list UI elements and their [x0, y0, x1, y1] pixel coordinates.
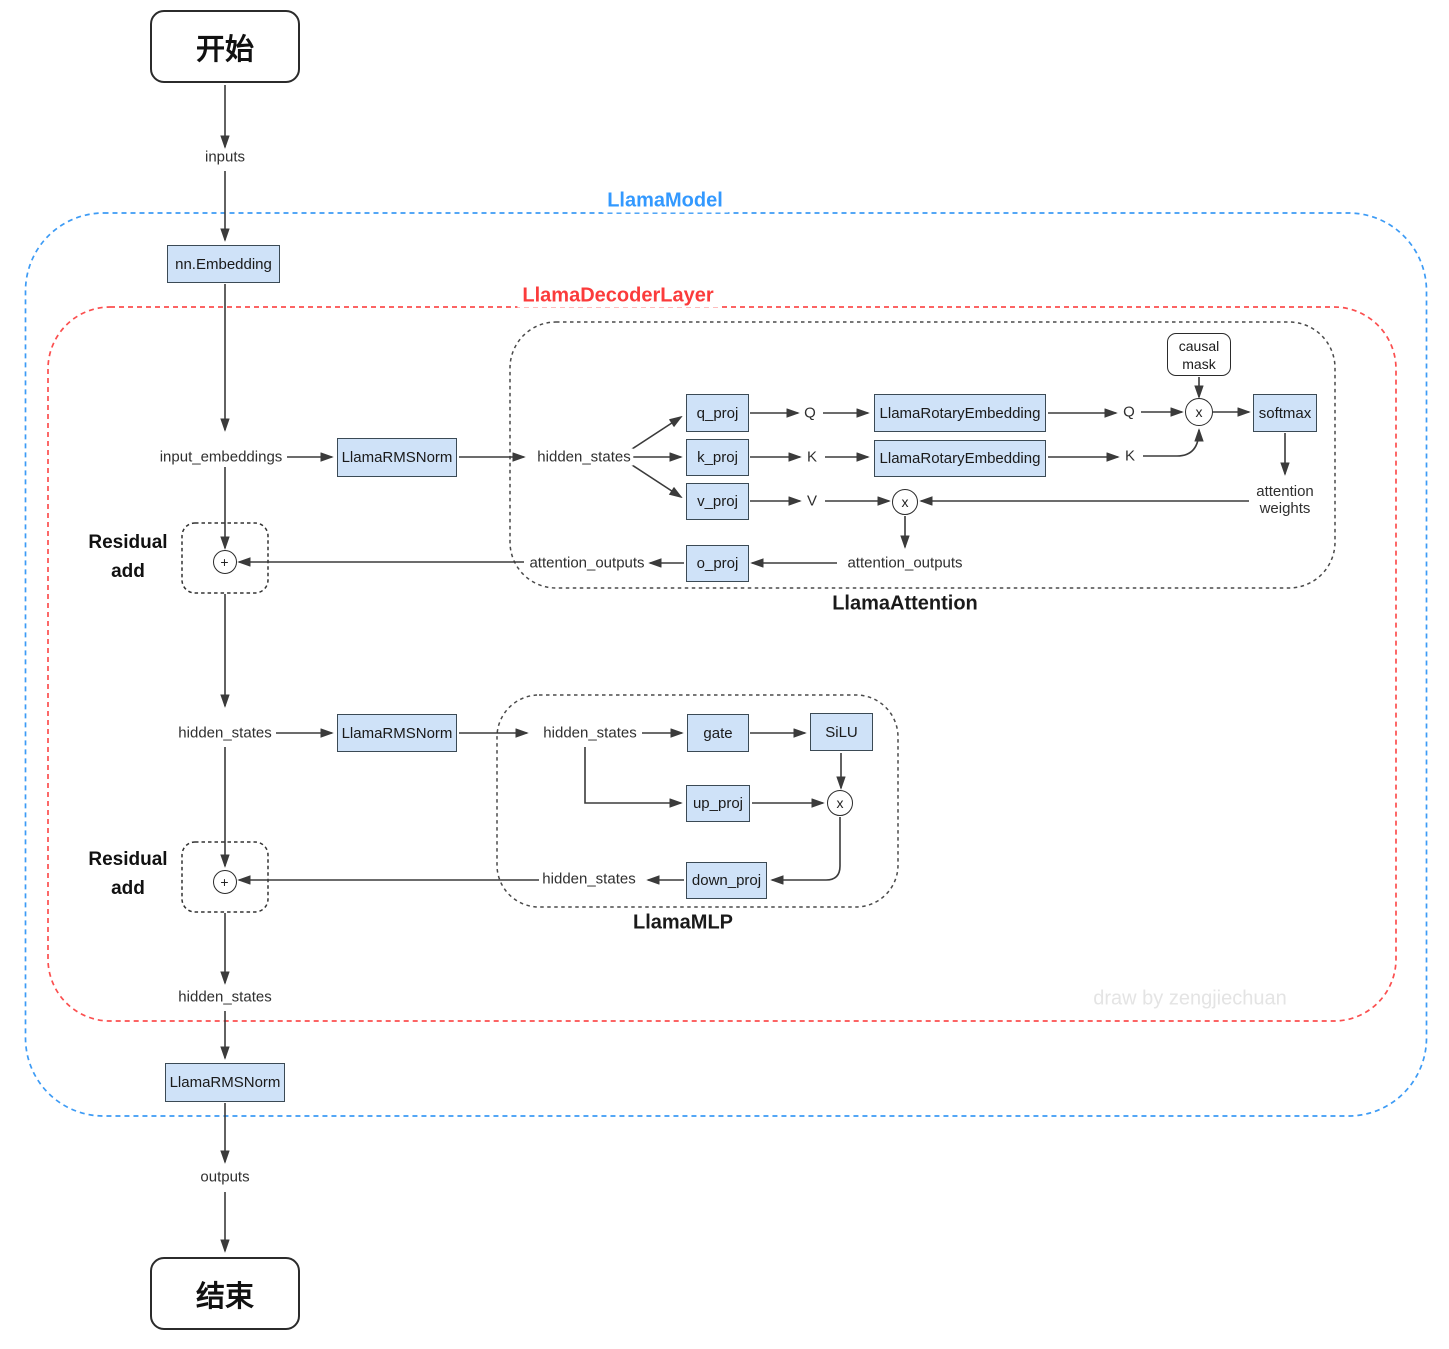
end-node: 结束 [150, 1257, 300, 1330]
hidden-states-label-attn-in: hidden_states [534, 448, 634, 466]
rmsnorm-box-final: LlamaRMSNorm [165, 1063, 285, 1102]
llamamlp-label: LlamaMLP [627, 911, 739, 935]
llamaattention-border [509, 321, 1336, 589]
llamadecoderlayer-label: LlamaDecoderLayer [517, 284, 719, 308]
gate-box: gate [687, 714, 749, 752]
hidden-states-label-mlp-in: hidden_states [540, 724, 640, 742]
residual-add-label-1: Residual add [88, 528, 167, 586]
causal-mask-line2: mask [1182, 355, 1216, 372]
v-proj-box: v_proj [686, 483, 749, 520]
silu-box: SiLU [810, 713, 873, 751]
softmax-box: softmax [1253, 394, 1317, 432]
start-node: 开始 [150, 10, 300, 83]
up-proj-box: up_proj [686, 785, 750, 822]
rmsnorm-box-mlp: LlamaRMSNorm [337, 714, 457, 752]
residual-add-line2: add [111, 878, 145, 899]
attention-weights-label: attention weights [1254, 483, 1316, 517]
arrow [584, 747, 681, 803]
residual-add-line1: Residual [88, 849, 168, 870]
k-label-1: K [803, 448, 821, 466]
hidden-states-label-mlp-out: hidden_states [539, 870, 639, 888]
llamaattention-label: LlamaAttention [827, 592, 983, 616]
hidden-states-label-2: hidden_states [175, 724, 275, 742]
q-proj-box: q_proj [686, 394, 749, 432]
llamamodel-border [24, 212, 1428, 1117]
arrows [225, 85, 1285, 1251]
v-label-1: V [803, 492, 821, 510]
multiply-circle-mlp: x [827, 790, 853, 816]
hidden-states-label-3: hidden_states [175, 988, 275, 1006]
attention-outputs-label-left: attention_outputs [526, 554, 648, 572]
multiply-circle-v: x [892, 489, 918, 515]
add-circle-1: + [212, 550, 237, 574]
group-borders [24, 212, 1428, 1117]
arrow [631, 417, 681, 450]
rmsnorm-box-attention: LlamaRMSNorm [337, 438, 457, 477]
residual-add-label-2: Residual add [88, 845, 167, 903]
q-label-2: Q [1120, 403, 1138, 421]
arrow [772, 817, 841, 880]
residual-add-line1: Residual [88, 532, 168, 553]
nn-embedding-box: nn.Embedding [167, 245, 280, 283]
outputs-label: outputs [197, 1168, 253, 1186]
down-proj-box: down_proj [686, 862, 767, 899]
llamamodel-label: LlamaModel [602, 189, 728, 213]
llamadecoderlayer-border [47, 306, 1397, 1022]
k-proj-box: k_proj [686, 439, 749, 476]
input-embeddings-label: input_embeddings [156, 448, 286, 466]
rotary-embedding-box-q: LlamaRotaryEmbedding [874, 394, 1046, 432]
k-label-2: K [1121, 447, 1139, 465]
add-circle-2: + [212, 870, 237, 894]
residual-add-line2: add [111, 561, 145, 582]
inputs-label: inputs [201, 148, 249, 166]
llamamlp-border [496, 694, 899, 908]
arrow [631, 464, 681, 497]
q-label-1: Q [801, 404, 819, 422]
attention-weights-line1: attention [1256, 483, 1314, 500]
attention-weights-line2: weights [1259, 500, 1311, 517]
causal-mask-box: causal mask [1167, 333, 1231, 376]
attention-outputs-label-mid: attention_outputs [844, 554, 966, 572]
causal-mask-line1: causal [1178, 337, 1220, 354]
rotary-embedding-box-k: LlamaRotaryEmbedding [874, 440, 1046, 477]
o-proj-box: o_proj [686, 545, 749, 582]
multiply-circle-qk: x [1185, 398, 1213, 426]
arrow [1143, 430, 1199, 457]
watermark: draw by zengjiechuan [1093, 987, 1287, 1010]
